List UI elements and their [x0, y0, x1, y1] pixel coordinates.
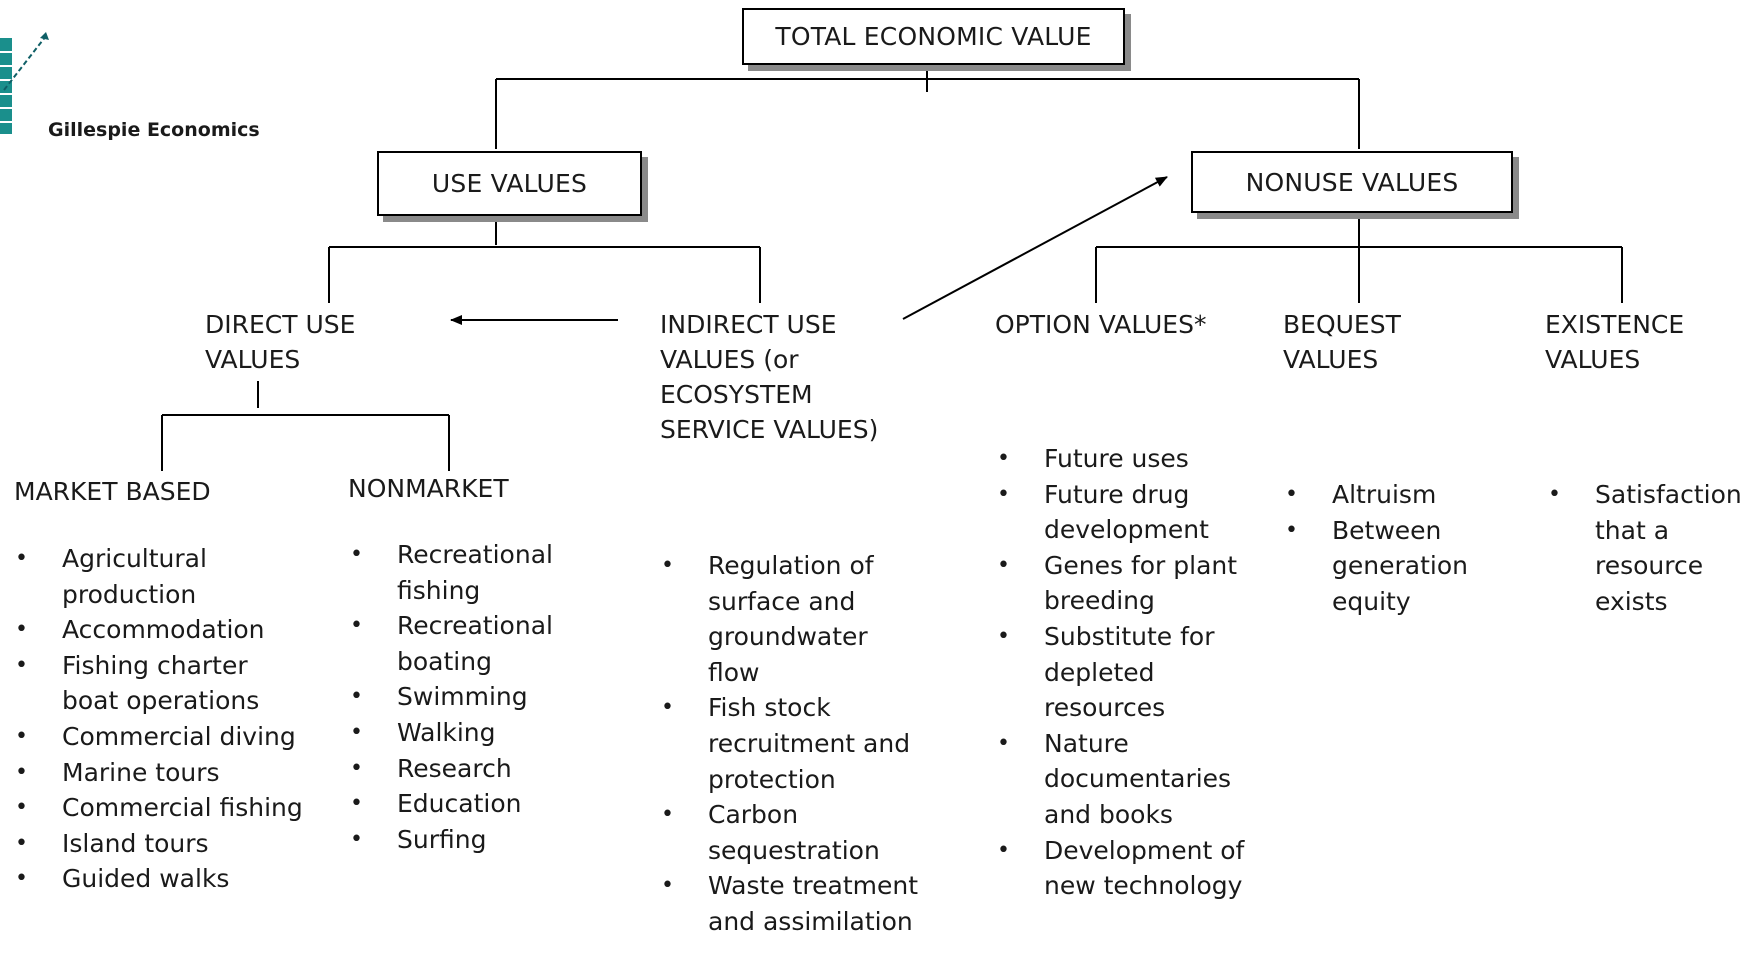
list-item: Carbon sequestration [660, 797, 920, 868]
list-item: Walking [349, 715, 609, 751]
list-item: Guided walks [14, 861, 304, 897]
list-item: Recreational boating [349, 608, 609, 679]
list-item: Nature documentaries and books [996, 726, 1256, 833]
market-based-label: MARKET BASED [14, 477, 211, 506]
bequest-values-list: Altruism Between generation equity [1284, 477, 1484, 619]
list-item: Waste treatment and assimilation [660, 868, 920, 939]
list-item: Genes for plant breeding [996, 548, 1256, 619]
list-item: Agricultural production [14, 541, 304, 612]
gillespie-logo-icon [0, 32, 49, 134]
list-item: Future drug development [996, 477, 1256, 548]
list-item: Fishing charter boat operations [14, 648, 304, 719]
direct-use-label: DIRECT USE VALUES [205, 310, 356, 374]
option-values-label: OPTION VALUES* [995, 310, 1207, 339]
list-item: Education [349, 786, 609, 822]
list-item: Research [349, 751, 609, 787]
indirect-use-list: Regulation of surface and groundwater fl… [660, 548, 920, 940]
list-item: Future uses [996, 441, 1256, 477]
list-item: Island tours [14, 826, 304, 862]
list-item: Accommodation [14, 612, 304, 648]
list-item: Between generation equity [1284, 513, 1484, 620]
list-item: Substitute for depleted resources [996, 619, 1256, 726]
market-based-list: Agricultural production Accommodation Fi… [14, 541, 304, 897]
use-values-box: USE VALUES [377, 151, 642, 216]
list-item: Regulation of surface and groundwater fl… [660, 548, 920, 690]
nonmarket-label: NONMARKET [348, 474, 509, 503]
existence-values-label: EXISTENCE VALUES [1545, 310, 1685, 374]
bequest-values-label: BEQUEST VALUES [1283, 310, 1401, 374]
list-item: Fish stock recruitment and protection [660, 690, 920, 797]
list-item: Swimming [349, 679, 609, 715]
total-economic-value-box: TOTAL ECONOMIC VALUE [742, 8, 1125, 65]
list-item: Satisfaction that a resource exists [1547, 477, 1747, 619]
list-item: Commercial fishing [14, 790, 304, 826]
list-item: Marine tours [14, 755, 304, 791]
list-item: Surfing [349, 822, 609, 858]
list-item: Commercial diving [14, 719, 304, 755]
nonuse-values-box: NONUSE VALUES [1191, 151, 1513, 213]
brand-name: Gillespie Economics [48, 119, 260, 141]
list-item: Altruism [1284, 477, 1484, 513]
option-values-list: Future uses Future drug development Gene… [996, 441, 1256, 904]
list-item: Recreational fishing [349, 537, 609, 608]
nonmarket-list: Recreational fishing Recreational boatin… [349, 537, 609, 857]
existence-values-list: Satisfaction that a resource exists [1547, 477, 1747, 619]
list-item: Development of new technology [996, 833, 1256, 904]
indirect-use-label: INDIRECT USE VALUES (or ECOSYSTEM SERVIC… [660, 310, 879, 444]
